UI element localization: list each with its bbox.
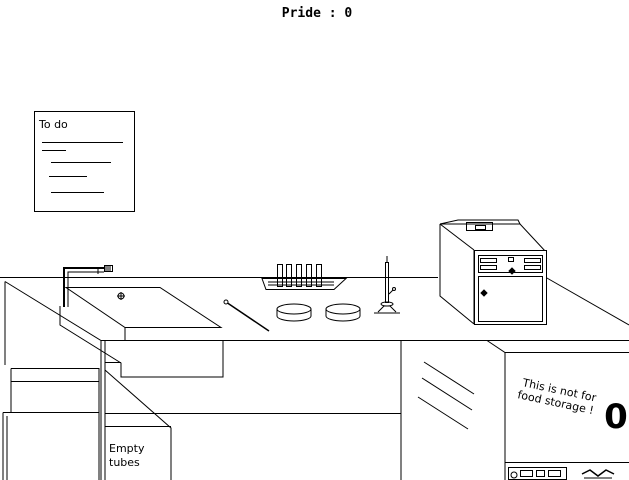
- incubator-control-panel[interactable]: [480, 257, 541, 275]
- drawer-label-line2: tubes: [109, 456, 140, 469]
- fridge-readout: 0: [604, 397, 628, 437]
- incubator-door-handle[interactable]: [480, 289, 488, 297]
- cabinet-glass-reflection: [417, 361, 475, 430]
- fridge[interactable]: This is not for food storage ! 0: [486, 340, 629, 480]
- sink[interactable]: [59, 287, 224, 378]
- todo-note[interactable]: To do: [34, 111, 135, 212]
- drawer-label-line1: Empty: [109, 442, 145, 455]
- left-cabinet: [2, 368, 100, 480]
- petri-dish-1[interactable]: [276, 303, 312, 322]
- incubator[interactable]: [439, 219, 547, 325]
- faucet[interactable]: [63, 265, 113, 308]
- petri-dish-2[interactable]: [325, 303, 361, 322]
- test-tube-rack[interactable]: [261, 264, 348, 290]
- pride-score: Pride : 0: [282, 6, 353, 21]
- bunsen-burner[interactable]: [374, 256, 400, 314]
- drain-icon: [117, 292, 125, 300]
- empty-tubes-drawer[interactable]: Empty tubes: [104, 369, 172, 480]
- inoculation-loop[interactable]: [223, 299, 270, 332]
- todo-title: To do: [38, 118, 68, 131]
- fridge-controls[interactable]: [508, 467, 615, 480]
- todo-scribbles: [42, 142, 123, 193]
